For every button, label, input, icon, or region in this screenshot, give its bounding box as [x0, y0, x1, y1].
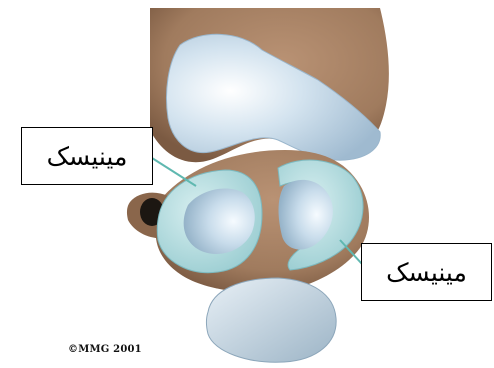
- patella: [207, 278, 337, 362]
- meniscus-label-left-text: مینیسک: [47, 142, 128, 171]
- leader-line-left: [152, 158, 196, 186]
- meniscus-label-right-text: مینیسک: [386, 258, 467, 287]
- meniscus-label-right: مینیسک: [361, 243, 492, 301]
- copyright-text: ©MMG 2001: [68, 344, 142, 355]
- meniscus-label-left: مینیسک: [21, 127, 153, 185]
